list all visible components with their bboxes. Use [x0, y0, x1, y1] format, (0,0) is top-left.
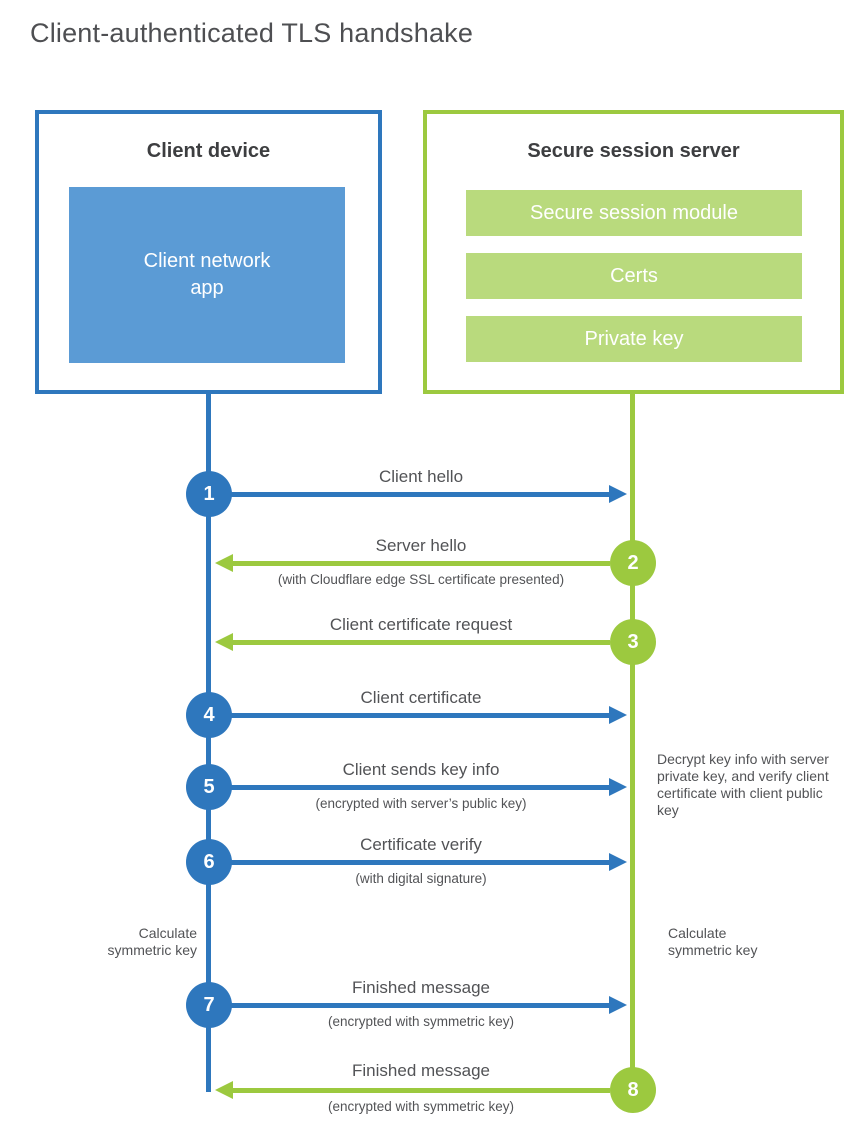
server-module-secure-session: Secure session module	[466, 190, 802, 236]
secure-session-server-title: Secure session server	[527, 140, 740, 162]
step-7-arrow	[230, 996, 627, 1014]
step-1-badge: 1	[186, 471, 232, 517]
step-8-sublabel: (encrypted with symmetric key)	[327, 1099, 515, 1114]
step-2-arrow	[215, 554, 610, 572]
client-calculate-symmetric-key-note: Calculate symmetric key	[107, 925, 197, 959]
step-4-arrow	[230, 706, 627, 724]
server-decrypt-note: Decrypt key info with server private key…	[657, 751, 829, 819]
step-2-sublabel: (with Cloudflare edge SSL certificate pr…	[277, 572, 565, 587]
step-1-label: Client hello	[378, 467, 464, 486]
client-network-app-box: Client network app	[69, 187, 345, 363]
step-1-arrow	[230, 485, 627, 503]
step-3-arrow	[215, 633, 610, 651]
client-network-app-label: Client network app	[143, 250, 271, 299]
step-8-badge: 8	[610, 1067, 656, 1113]
step-7-label: Finished message	[352, 978, 490, 997]
server-calculate-symmetric-key-note: Calculate symmetric key	[668, 925, 758, 959]
step-7-sublabel: (encrypted with symmetric key)	[327, 1014, 515, 1029]
step-6-badge: 6	[186, 839, 232, 885]
step-2-label: Server hello	[375, 536, 467, 555]
server-lifeline	[630, 392, 635, 1092]
step-6-arrow	[230, 853, 627, 871]
step-7-badge: 7	[186, 982, 232, 1028]
step-2-badge: 2	[610, 540, 656, 586]
client-device-title: Client device	[146, 140, 271, 162]
step-4-badge: 4	[186, 692, 232, 738]
step-5-sublabel: (encrypted with server’s public key)	[315, 796, 527, 811]
client-lifeline	[206, 392, 211, 1092]
step-5-label: Client sends key info	[342, 760, 500, 779]
step-6-sublabel: (with digital signature)	[355, 871, 487, 886]
server-module-certs: Certs	[466, 253, 802, 299]
step-8-label: Finished message	[352, 1061, 490, 1080]
step-5-badge: 5	[186, 764, 232, 810]
step-3-badge: 3	[610, 619, 656, 665]
step-8-arrow	[215, 1081, 610, 1099]
step-6-label: Certificate verify	[360, 835, 482, 854]
step-5-arrow	[230, 778, 627, 796]
step-4-label: Client certificate	[360, 688, 482, 707]
page-title: Client-authenticated TLS handshake	[30, 18, 474, 48]
server-module-private-key: Private key	[466, 316, 802, 362]
step-3-label: Client certificate request	[329, 615, 513, 634]
